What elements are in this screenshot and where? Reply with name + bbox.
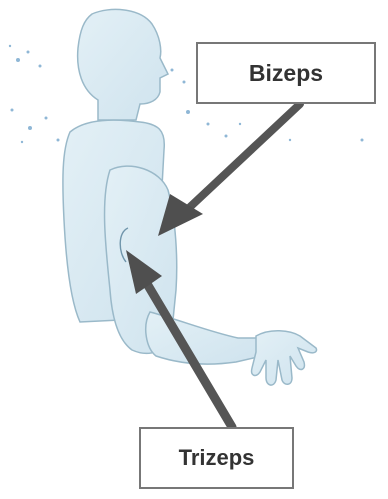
trizeps-label: Trizeps: [139, 427, 294, 489]
bizeps-label: Bizeps: [196, 42, 376, 104]
bizeps-arrow: [158, 104, 300, 236]
hand: [252, 331, 317, 385]
forearm: [146, 312, 262, 364]
head: [78, 9, 168, 120]
